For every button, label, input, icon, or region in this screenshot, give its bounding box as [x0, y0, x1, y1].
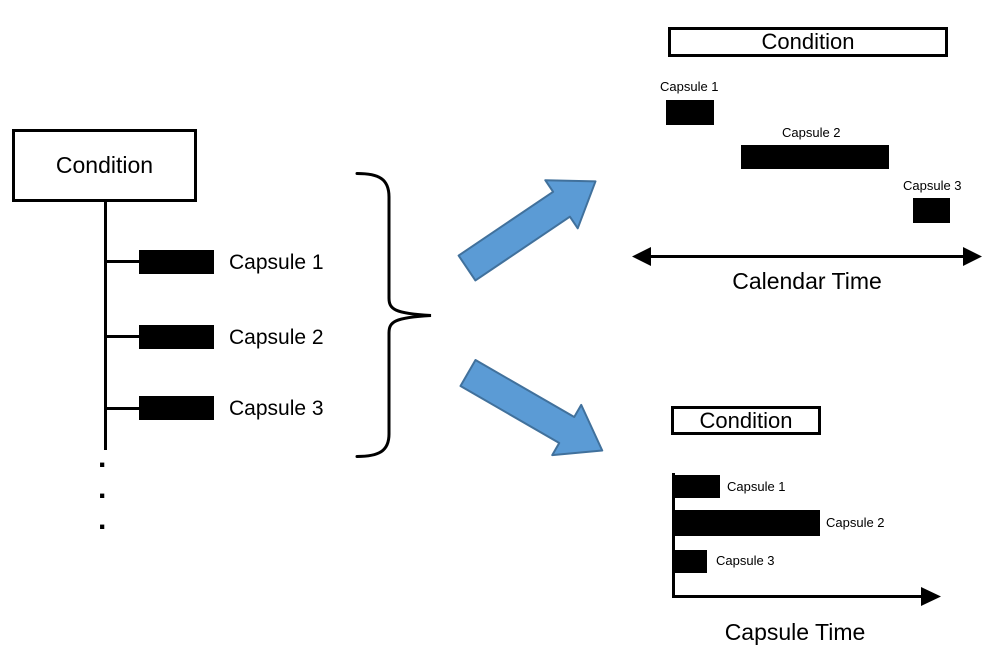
capsule-time-axis-title: Capsule Time — [724, 619, 866, 645]
ellipsis-dot-3: . — [98, 503, 107, 536]
capsuletime-capsule2-bar — [674, 510, 820, 536]
arrow-down-right-icon — [459, 359, 604, 457]
calendar-axis-left-arrowhead-icon — [632, 247, 651, 266]
tree-capsule3-label: Capsule 3 — [229, 397, 324, 420]
ellipsis-dot-1: . — [98, 441, 107, 474]
capsuletime-capsule3-bar — [674, 550, 707, 573]
capsuletime-condition-box: Condition — [671, 406, 821, 435]
tree-capsule2-bar — [139, 325, 214, 349]
tree-condition-box: Condition — [12, 129, 197, 202]
calendar-capsule2-label: Capsule 2 — [782, 125, 841, 140]
capsuletime-capsule2-label: Capsule 2 — [826, 515, 885, 530]
capsuletime-capsule3-label: Capsule 3 — [716, 553, 775, 568]
calendar-condition-box: Condition — [668, 27, 948, 57]
capsuletime-capsule1-bar — [674, 475, 720, 498]
calendar-capsule3-bar — [913, 198, 950, 223]
calendar-capsule2-bar — [741, 145, 889, 169]
capsule-time-axis-arrowhead-icon — [921, 587, 941, 606]
ellipsis-dot-2: . — [98, 472, 107, 505]
right-brace — [355, 172, 432, 458]
calendar-capsule1-bar — [666, 100, 714, 125]
calendar-capsule1-label: Capsule 1 — [660, 79, 719, 94]
tree-capsule1-bar — [139, 250, 214, 274]
tree-capsule1-label: Capsule 1 — [229, 251, 324, 274]
calendar-condition-label: Condition — [761, 29, 855, 54]
capsuletime-condition-label: Condition — [699, 407, 793, 433]
calendar-axis-right-arrowhead-icon — [963, 247, 982, 266]
capsuletime-capsule1-label: Capsule 1 — [727, 479, 786, 494]
calendar-time-axis-title: Calendar Time — [732, 268, 882, 294]
tree-condition-label: Condition — [55, 152, 154, 178]
arrow-up-right-icon — [457, 179, 597, 282]
calendar-capsule3-label: Capsule 3 — [903, 178, 962, 193]
tree-capsule3-bar — [139, 396, 214, 420]
tree-capsule2-label: Capsule 2 — [229, 326, 324, 349]
